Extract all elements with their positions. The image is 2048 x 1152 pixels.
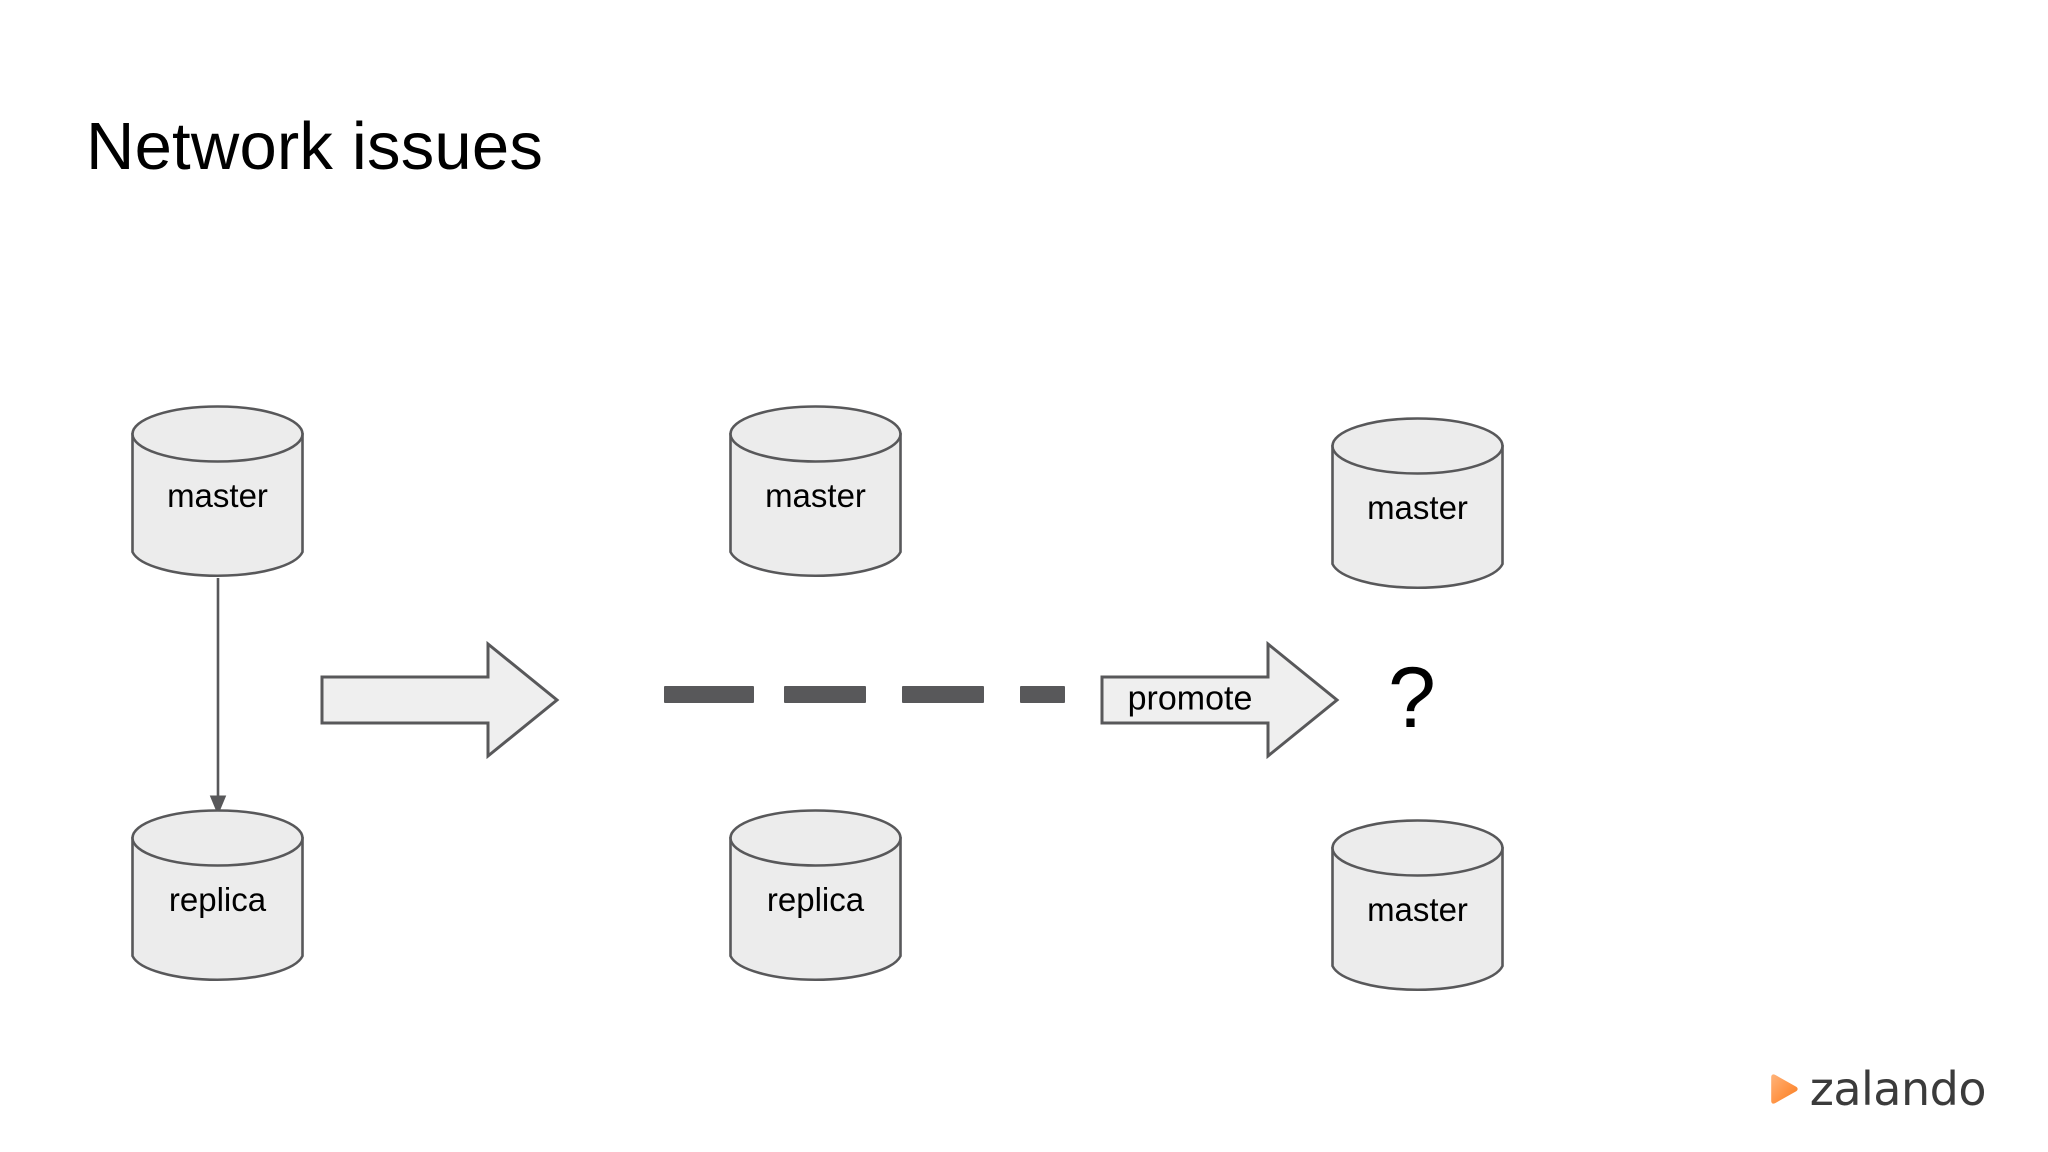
split-dash [902,686,984,703]
cylinder-shape [729,405,902,578]
db-node-mid-replica[interactable]: replica [728,808,903,986]
block-arrow-right-icon [320,640,560,760]
zalando-wordmark: zalando [1809,1062,1987,1116]
cylinder-shape [1331,417,1504,590]
zalando-logo: zalando [1769,1062,1987,1116]
db-node-mid-master[interactable]: master [728,404,903,582]
db-node-right-master-bottom[interactable]: master [1330,818,1505,996]
network-split-line [664,686,1065,704]
db-node-left-replica[interactable]: replica [130,808,305,986]
db-node-right-master-top[interactable]: master [1330,416,1505,594]
flow-arrow-1[interactable] [320,640,560,760]
db-node-left-master[interactable]: master [130,404,305,582]
flow-arrow-promote[interactable]: promote [1100,640,1340,760]
split-dash [784,686,866,703]
split-dash [1020,686,1065,703]
cylinder-shape [131,405,304,578]
split-brain-question-mark: ? [1388,650,1436,746]
cylinder-shape [131,809,304,982]
split-dash [664,686,754,703]
page-title: Network issues [86,109,544,184]
block-arrow-right-icon [1100,640,1340,760]
replication-connector-left [200,578,236,816]
cylinder-shape [1331,819,1504,992]
arrow-down-icon [209,578,227,816]
cylinder-shape [729,809,902,982]
zalando-play-mark-icon [1770,1074,1798,1104]
